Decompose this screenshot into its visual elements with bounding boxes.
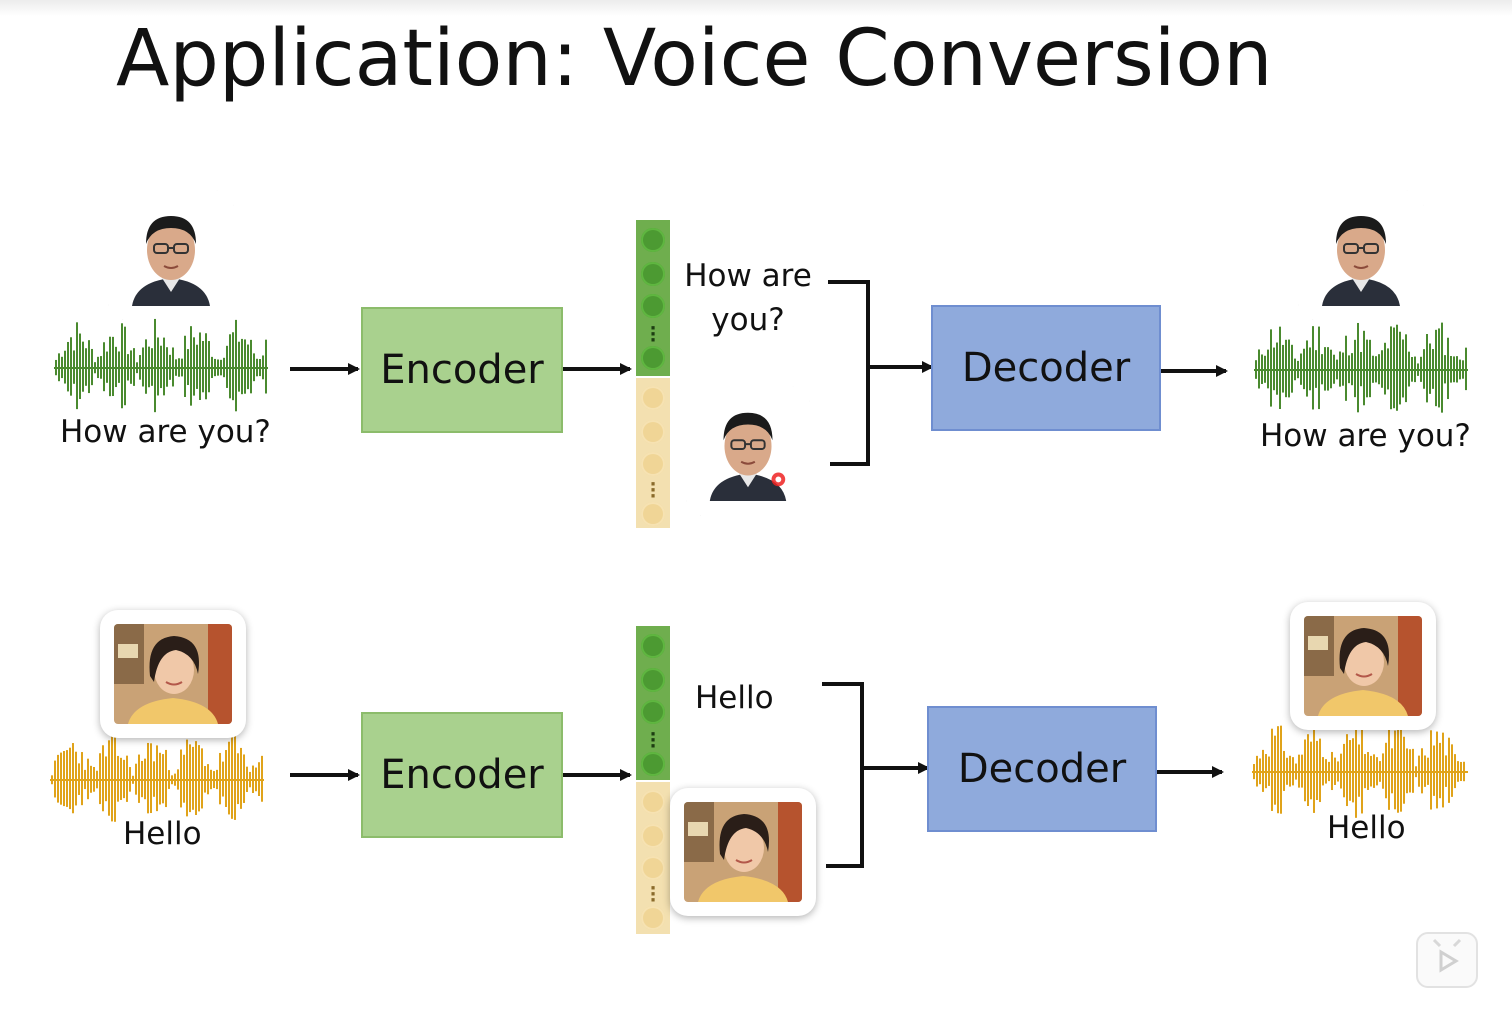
ellipsis-icon: ··· <box>649 878 657 911</box>
female-face-image <box>114 624 232 724</box>
content-dot <box>641 668 665 692</box>
content-dot <box>641 346 665 370</box>
content-dot <box>641 752 665 776</box>
speaker-dot <box>641 824 665 848</box>
ellipsis-icon: ··· <box>649 474 657 507</box>
top-shade <box>0 0 1512 16</box>
male-face-image <box>122 204 220 306</box>
output-waveform-2 <box>1252 721 1468 818</box>
ellipsis-icon: ··· <box>649 724 657 757</box>
content-dot <box>641 634 665 658</box>
decoder-box-2: Decoder <box>927 706 1157 832</box>
speaker-embedding-photo-male <box>686 386 810 516</box>
male-face-image <box>1312 204 1410 306</box>
video-watermark <box>1416 932 1478 988</box>
input-utterance-label-1: How are you? <box>60 414 271 450</box>
input-waveform-1 <box>54 318 268 413</box>
content-text-1: How are you? <box>684 258 812 338</box>
speaker-dot <box>641 386 665 410</box>
speaker-vector-1: ··· <box>636 378 670 528</box>
content-dot <box>641 228 665 252</box>
content-dot <box>641 700 665 724</box>
speaker-vector-2: ··· <box>636 782 670 934</box>
speaker-dot <box>641 452 665 476</box>
input-waveform-2 <box>50 733 264 822</box>
content-dot <box>641 262 665 286</box>
speaker-dot <box>641 906 665 930</box>
content-vector-1: ··· <box>636 220 670 376</box>
output-waveform-1 <box>1254 322 1468 413</box>
content-text-2: Hello <box>695 680 774 716</box>
speaker-dot <box>641 502 665 526</box>
encoder-box-2: Encoder <box>361 712 563 838</box>
female-face-image <box>1304 616 1422 716</box>
female-face-image <box>684 802 802 902</box>
input-speaker-photo-female <box>100 610 246 738</box>
play-icon <box>1432 938 1462 973</box>
output-speaker-photo-male <box>1298 190 1424 320</box>
merge-bracket-2 <box>822 682 864 868</box>
male-face-image <box>700 400 796 502</box>
merge-bracket-1 <box>828 280 870 466</box>
content-vector-2: ··· <box>636 626 670 780</box>
speaker-dot <box>641 790 665 814</box>
encoder-box-1: Encoder <box>361 307 563 433</box>
output-speaker-photo-female <box>1290 602 1436 730</box>
ellipsis-icon: ··· <box>649 318 657 351</box>
speaker-dot <box>641 856 665 880</box>
speaker-dot <box>641 420 665 444</box>
input-speaker-photo-male <box>108 190 234 320</box>
slide-title: Application: Voice Conversion <box>116 14 1273 104</box>
output-utterance-label-2: Hello <box>1327 810 1406 846</box>
content-dot <box>641 294 665 318</box>
input-utterance-label-2: Hello <box>123 816 202 852</box>
speaker-embedding-photo-female <box>670 788 816 916</box>
output-utterance-label-1: How are you? <box>1260 418 1471 454</box>
decoder-box-1: Decoder <box>931 305 1161 431</box>
